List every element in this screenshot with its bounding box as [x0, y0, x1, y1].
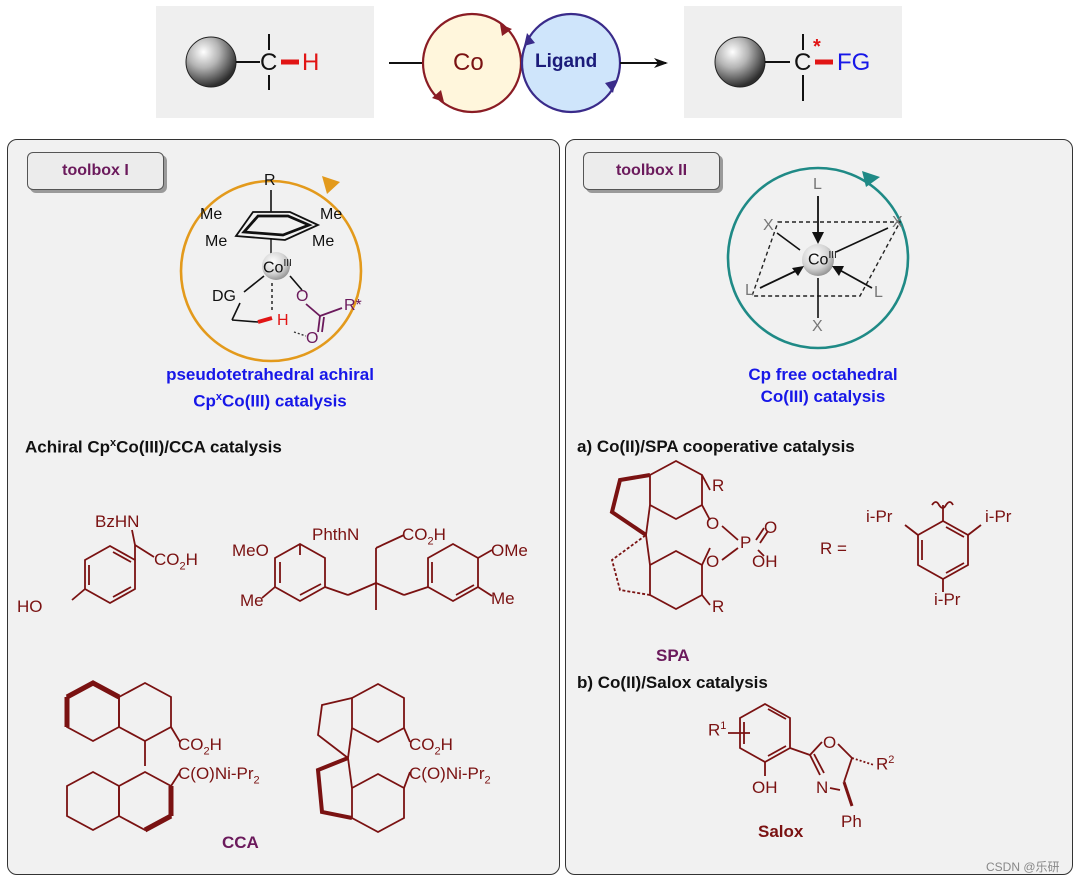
- oct-x-bottom: X: [812, 318, 823, 335]
- toolbox-1-caption: pseudotetrahedral achiral CpxCo(III) cat…: [166, 365, 374, 411]
- heading-salox: b) Co(II)/Salox catalysis: [577, 673, 768, 692]
- spa-ipr-left: i-Pr: [866, 507, 893, 526]
- cca-molecules: [64, 529, 493, 834]
- salox-label: Salox: [758, 822, 804, 841]
- mol2-ome: OMe: [491, 541, 528, 560]
- cp-me-bottom-left: Me: [205, 233, 228, 250]
- oct-x-left: X: [763, 217, 774, 234]
- cp-o2-label: O: [306, 330, 319, 347]
- spa-r-bottom: R: [712, 597, 725, 616]
- oct-l-right: L: [874, 284, 883, 301]
- spa-o-dbl: O: [764, 518, 778, 537]
- cp-h-label: H: [277, 312, 289, 329]
- mol2-me-right: Me: [491, 589, 515, 608]
- cp-o1-label: O: [296, 288, 309, 305]
- toolbox-2-caption: Cp free octahedral Co(III) catalysis: [748, 365, 898, 406]
- mol1-ho: HO: [17, 597, 43, 616]
- cp-rstar-label: R*: [344, 297, 362, 314]
- left-carbon-label: C: [260, 49, 278, 76]
- right-carbon-label: C: [794, 49, 812, 76]
- ligand-label: Ligand: [535, 51, 598, 72]
- salox-ph: Ph: [841, 812, 862, 831]
- spa-r-equals: R =: [820, 539, 847, 558]
- spa-oh: OH: [752, 552, 778, 571]
- mol4-co2h: CO2H: [409, 735, 453, 758]
- oct-x-right: X: [892, 214, 903, 231]
- cp-dg-label: DG: [212, 288, 236, 305]
- cp-me-top-left: Me: [200, 206, 223, 223]
- chiral-star: *: [813, 36, 821, 58]
- salox-oh: OH: [752, 778, 778, 797]
- spa-p: P: [740, 533, 752, 552]
- spa-ipr-right: i-Pr: [985, 507, 1012, 526]
- salox-o: O: [823, 733, 837, 752]
- salox-n: N: [816, 778, 829, 797]
- cp-co-complex: [179, 176, 363, 363]
- oct-l-top: L: [813, 176, 822, 193]
- mol2-meo: MeO: [232, 541, 269, 560]
- spa-label: SPA: [656, 646, 690, 665]
- spa-ipr-bottom: i-Pr: [934, 590, 961, 609]
- fg-label: FG: [837, 49, 871, 76]
- spa-molecule: [609, 459, 982, 611]
- toolbox-1-heading: Achiral CpxCo(III)/CCA catalysis: [25, 437, 282, 457]
- mol1-co2h: CO2H: [154, 550, 198, 573]
- mol2-me-left: Me: [240, 591, 264, 610]
- mol2-co2h: CO2H: [402, 525, 446, 548]
- co-label: Co: [453, 49, 484, 76]
- watermark: CSDN @乐研: [986, 860, 1060, 874]
- cp-me-top-right: Me: [320, 206, 343, 223]
- oct-l-left: L: [745, 282, 754, 299]
- salox-molecule: [728, 702, 875, 807]
- oct-co-label: CoIII: [808, 250, 837, 269]
- mol2-phthn: PhthN: [312, 525, 360, 544]
- mol1-bzhn: BzHN: [95, 512, 140, 531]
- salox-r2: R2: [876, 754, 895, 774]
- mol3-co2h: CO2H: [178, 735, 222, 758]
- mol3-amide: C(O)Ni-Pr2: [178, 764, 260, 787]
- spa-o-2: O: [706, 552, 720, 571]
- octahedral-co-complex: [726, 166, 910, 350]
- cca-label: CCA: [222, 833, 259, 852]
- toolbox-2-tag: toolbox II: [583, 152, 720, 190]
- cp-r-label: R: [264, 172, 276, 189]
- cp-me-bottom-right: Me: [312, 233, 335, 250]
- mol4-amide: C(O)Ni-Pr2: [409, 764, 491, 787]
- heading-spa: a) Co(II)/SPA cooperative catalysis: [577, 437, 855, 456]
- toolbox-1-tag: toolbox I: [27, 152, 164, 190]
- cp-co-label: CoIII: [263, 258, 292, 277]
- left-hydrogen-label: H: [302, 49, 320, 76]
- spa-r-top: R: [712, 476, 725, 495]
- salox-r1: R1: [708, 720, 727, 740]
- spa-o-1: O: [706, 514, 720, 533]
